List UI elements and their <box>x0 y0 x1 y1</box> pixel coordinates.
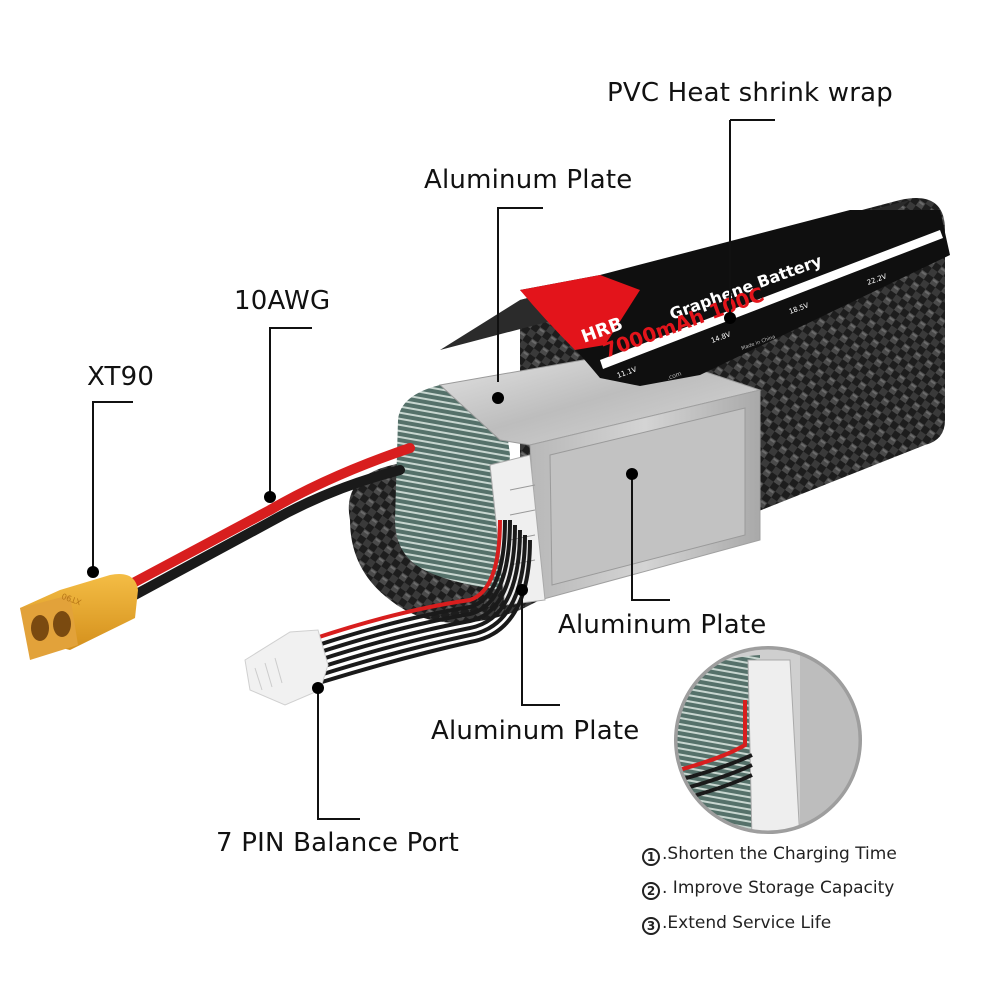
benefit-item-1: 1.Shorten the Charging Time <box>642 844 897 866</box>
callout-xt90: XT90 <box>87 362 155 392</box>
cell-stack <box>395 380 510 590</box>
callout-line-aluminum-side <box>631 474 670 601</box>
callout-dots <box>87 312 736 694</box>
callout-7pin-balance-port: 7 PIN Balance Port <box>216 828 459 858</box>
callout-dot-aluminum-top <box>492 392 504 404</box>
callout-dot-balance <box>312 682 324 694</box>
callout-aluminum-plate-bottom: Aluminum Plate <box>431 716 640 746</box>
callout-pvc-heat-shrink-wrap: PVC Heat shrink wrap <box>607 78 893 108</box>
main-power-wires <box>115 443 415 608</box>
label-website: .com <box>666 370 682 382</box>
callout-dot-aluminum-bottom <box>516 584 528 596</box>
balance-plug <box>244 629 329 706</box>
pvc-heat-shrink-label: HRB Graphene Battery Power Li-Poly Batte… <box>520 210 950 386</box>
callout-line-xt90 <box>92 401 133 572</box>
callout-line-aluminum-bottom <box>521 590 560 706</box>
callout-aluminum-plate-side: Aluminum Plate <box>558 610 767 640</box>
callout-lines <box>92 119 775 820</box>
callout-10awg: 10AWG <box>234 286 331 316</box>
benefit-item-3: 3.Extend Service Life <box>642 913 831 935</box>
callout-line-balance <box>317 688 360 820</box>
circled-number-icon: 1 <box>642 848 660 866</box>
detail-inset <box>674 646 862 834</box>
callout-line-10awg <box>269 327 312 495</box>
circled-number-icon: 3 <box>642 917 660 935</box>
callout-dot-pvc <box>724 312 736 324</box>
callout-dot-xt90 <box>87 566 99 578</box>
callout-dot-aluminum-side <box>626 468 638 480</box>
circled-number-icon: 2 <box>642 882 660 900</box>
callout-aluminum-plate-top: Aluminum Plate <box>424 165 633 195</box>
balance-wires <box>309 519 532 684</box>
callout-dot-10awg <box>264 491 276 503</box>
benefit-item-2: 2. Improve Storage Capacity <box>642 878 894 900</box>
aluminum-plate-side <box>529 389 761 601</box>
xt90-connector: XT90 <box>20 574 138 660</box>
benefit-text: .Extend Service Life <box>662 913 832 933</box>
benefit-text: . Improve Storage Capacity <box>662 878 895 898</box>
benefit-text: .Shorten the Charging Time <box>662 844 897 864</box>
callout-line-aluminum-top <box>497 207 543 382</box>
